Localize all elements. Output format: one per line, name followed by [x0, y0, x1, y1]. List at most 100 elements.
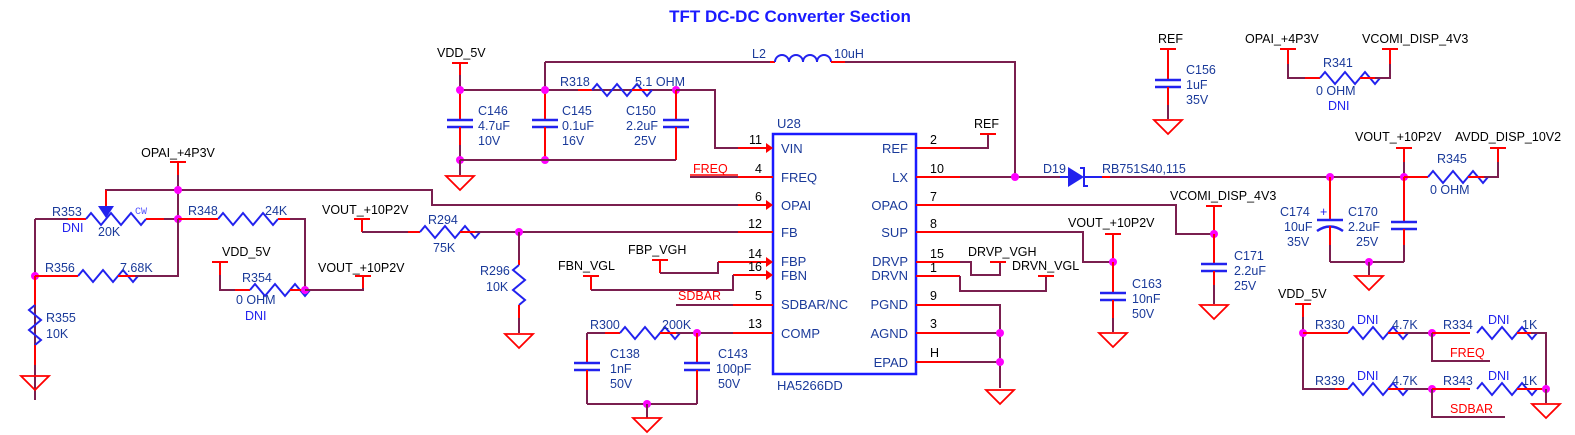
r296-ref: R296 — [480, 264, 510, 278]
r348-value: 24K — [265, 204, 288, 218]
c170-value: 2.2uF — [1348, 220, 1380, 234]
svg-text:LX: LX — [892, 170, 908, 185]
c146-voltage: 10V — [478, 134, 501, 148]
ic-pin-ref: 2 REF — [882, 133, 960, 156]
ic-left-nets: FREQ FBP_VGH FBN_VGL SDBAR R300 200K C13… — [558, 162, 752, 433]
ground-symbol — [445, 175, 475, 191]
ground-symbol — [504, 333, 534, 349]
l2-ref: L2 — [752, 47, 766, 61]
ic-pin-fbn: 16 FBN — [733, 260, 807, 283]
svg-text:9: 9 — [930, 289, 937, 303]
ic-pin-agnd: 3 AGND — [870, 317, 960, 341]
svg-text:1: 1 — [930, 261, 937, 275]
junction-dot — [1011, 173, 1019, 181]
vin-input-filter: VDD_5V C146 4.7uF 10V C145 0.1uF 16V — [437, 46, 770, 191]
net-label-avdd: AVDD_DISP_10V2 — [1455, 130, 1561, 144]
svg-text:4: 4 — [755, 162, 762, 176]
l2-inductor: L2 10uH — [752, 47, 1016, 176]
r354-value: 0 OHM — [236, 293, 276, 307]
junction-dot — [996, 329, 1004, 337]
c171-capacitor: VCOMI_DISP_4V3 C171 2.2uF 25V — [1170, 189, 1276, 320]
svg-text:7: 7 — [930, 190, 937, 204]
r345-value: 0 OHM — [1430, 183, 1470, 197]
c138-ref: C138 — [610, 347, 640, 361]
svg-text:2: 2 — [930, 133, 937, 147]
net-label-sdbar: SDBAR — [1450, 402, 1493, 416]
output-filter: VOUT_+10P2V AVDD_DISP_10V2 R345 0 OHM + … — [1280, 130, 1561, 291]
r300-ref: R300 — [590, 318, 620, 332]
svg-text:EPAD: EPAD — [874, 355, 908, 370]
svg-text:VIN: VIN — [781, 141, 803, 156]
r318-ref: R318 — [560, 75, 590, 89]
ic-pin-epad: H EPAD — [874, 346, 960, 370]
net-label-vcomi: VCOMI_DISP_4V3 — [1362, 32, 1468, 46]
c156-value: 1uF — [1186, 78, 1208, 92]
ic-pin-lx: 10 LX — [892, 162, 960, 185]
ic-pin-freq: 4 FREQ — [738, 162, 817, 185]
svg-text:DRVP: DRVP — [872, 254, 908, 269]
r330-note: DNI — [1357, 313, 1379, 327]
ic-pin-pgnd: 9 PGND — [870, 289, 960, 312]
svg-text:DRVN: DRVN — [871, 268, 908, 283]
r343-ref: R343 — [1443, 374, 1473, 388]
net-label-fbp-vgh: FBP_VGH — [628, 243, 686, 257]
r341-value: 0 OHM — [1316, 84, 1356, 98]
svg-text:FBP: FBP — [781, 254, 806, 269]
r355-ref: R355 — [46, 311, 76, 325]
r354-ref: R354 — [242, 271, 272, 285]
r341-note: DNI — [1328, 99, 1350, 113]
ic-pin-comp: 13 COMP — [733, 317, 820, 341]
net-label-drvp-vgh: DRVP_VGH — [968, 245, 1037, 259]
svg-text:REF: REF — [882, 141, 908, 156]
ic-body — [771, 132, 918, 376]
r353-note: DNI — [62, 221, 84, 235]
r339-ref: R339 — [1315, 374, 1345, 388]
d19-ref: D19 — [1043, 162, 1066, 176]
r341-ref: R341 — [1323, 56, 1353, 70]
net-label-ref: REF — [1158, 32, 1183, 46]
svg-text:PGND: PGND — [870, 297, 908, 312]
config-resistor-network: VDD_5V R330 DNI 4.7K R334 DNI 1K FREQ R3… — [1278, 287, 1561, 419]
net-label-vdd-5v: VDD_5V — [1278, 287, 1327, 301]
ic-pin-fb: 12 FB — [738, 217, 798, 240]
ic-part-number: HA5266DD — [777, 378, 843, 393]
d19-value: RB751S40,115 — [1102, 162, 1186, 176]
c174-polarity: + — [1320, 205, 1327, 219]
r334-value: 1K — [1522, 318, 1538, 332]
r339-value: 4.7K — [1392, 374, 1418, 388]
l2-value: 10uH — [834, 47, 864, 61]
r353-wiper-label: CW — [135, 207, 147, 218]
svg-text:8: 8 — [930, 217, 937, 231]
fb-divider-network: VOUT_+10P2V R294 75K R296 10K — [322, 203, 738, 349]
c143-value: 100pF — [716, 362, 752, 376]
net-label-vout-10p2v: VOUT_+10P2V — [322, 203, 409, 217]
svg-text:16: 16 — [748, 260, 762, 274]
ground-symbol — [1531, 403, 1561, 419]
junction-dot — [996, 358, 1004, 366]
ic-right-nets: REF D19 RB751S40,115 DRVP_VGH DRVN_VGL — [959, 117, 1426, 405]
ground-symbol — [1098, 332, 1128, 348]
r353-ref: R353 — [52, 205, 82, 219]
svg-text:H: H — [930, 346, 939, 360]
c146-ref: C146 — [478, 104, 508, 118]
ic-pin-opai: 6 OPAI — [738, 190, 811, 213]
r330-value: 4.7K — [1392, 318, 1418, 332]
svg-text:COMP: COMP — [781, 326, 820, 341]
ic-ref: U28 — [777, 116, 801, 131]
r356-value: 7.68K — [120, 261, 153, 275]
c170-voltage: 25V — [1356, 235, 1379, 249]
r294-value: 75K — [433, 241, 456, 255]
c150-ref: C150 — [626, 104, 656, 118]
net-label-sdbar: SDBAR — [678, 289, 721, 303]
ic-pin-sup: 8 SUP — [881, 217, 960, 240]
c138-value: 1nF — [610, 362, 632, 376]
r353-value: 20K — [98, 225, 121, 239]
c146-value: 4.7uF — [478, 119, 510, 133]
net-label-fbn-vgl: FBN_VGL — [558, 259, 615, 273]
schematic-title: TFT DC-DC Converter Section — [669, 7, 911, 26]
c156-voltage: 35V — [1186, 93, 1209, 107]
c143-ref: C143 — [718, 347, 748, 361]
c171-ref: C171 — [1234, 249, 1264, 263]
ground-symbol — [1199, 304, 1229, 320]
